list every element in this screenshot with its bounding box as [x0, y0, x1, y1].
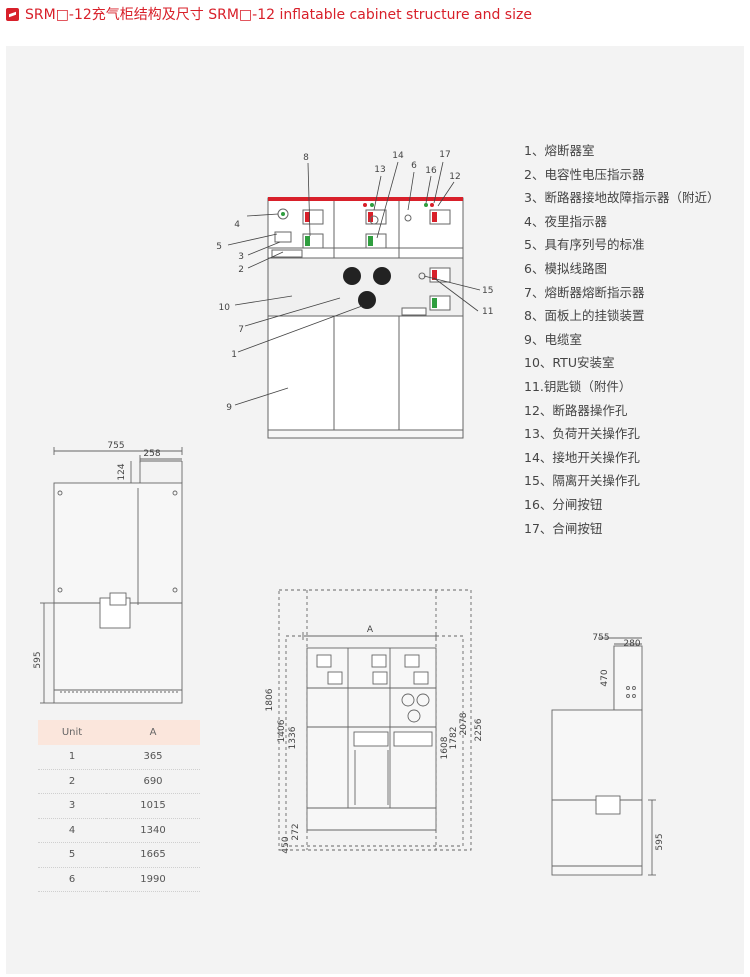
dim-top-height-left: 124: [117, 463, 127, 480]
legend-item: 16、分闸按钮: [524, 496, 603, 512]
callout-17: 17: [439, 150, 450, 160]
callout-7: 7: [238, 325, 244, 335]
component-legend: 1、熔断器室 2、电容性电压指示器 3、断路器接地故障指示器（附近） 4、夜里指…: [524, 139, 719, 540]
callout-14: 14: [392, 151, 404, 161]
cell-unit: 2: [38, 769, 106, 794]
callout-2: 2: [238, 265, 244, 275]
callout-11: 11: [482, 307, 493, 317]
legend-item: 11.钥匙锁（附件）: [524, 378, 632, 394]
cell-a: 1340: [106, 818, 200, 843]
callout-1: 1: [231, 350, 237, 360]
legend-item: 12、断路器操作孔: [524, 402, 628, 418]
dim-1608: 1608: [440, 736, 450, 759]
dim-1782: 1782: [449, 727, 459, 750]
callout-10: 10: [219, 303, 231, 313]
front-dim-labels: A 1806 1406 1336 450 272 1608 1782 2078 …: [265, 625, 484, 854]
legend-item: 17、合闸按钮: [524, 520, 603, 536]
cell-a: 1015: [106, 793, 200, 819]
cell-unit: 6: [38, 867, 106, 892]
legend-item: 7、熔断器熔断指示器: [524, 284, 645, 300]
legend-item: 1、熔断器室: [524, 143, 595, 158]
dim-450: 450: [281, 836, 291, 853]
cell-unit: 4: [38, 818, 106, 843]
dim-top-width-right: 280: [623, 639, 640, 649]
side-left-dim-labels: 755 258 124 595: [33, 441, 161, 669]
legend-item: 8、面板上的挂锁装置: [524, 308, 645, 324]
callout-9: 9: [226, 403, 232, 413]
callout-4: 4: [234, 220, 240, 230]
side-view-left: [40, 447, 183, 704]
cell-unit: 5: [38, 842, 106, 868]
column-header-a: A: [106, 720, 200, 745]
callout-3: 3: [238, 252, 244, 262]
dim-2256: 2256: [474, 718, 484, 741]
cell-unit: 1: [38, 745, 106, 770]
cell-a: 1990: [106, 867, 200, 892]
dim-1806: 1806: [265, 688, 275, 711]
dim-1336: 1336: [288, 726, 298, 749]
front-elevation: [278, 589, 472, 851]
legend-item: 4、夜里指示器: [524, 213, 607, 229]
dim-top-height-right: 470: [600, 669, 610, 686]
callout-13: 13: [374, 165, 385, 175]
dim-top-width-left: 258: [143, 449, 160, 459]
callout-numbers: 4 5 3 2 10 7 1 9 8 13 14 6 16 17 12 15 1…: [216, 150, 493, 413]
dim-bottom-height-left: 595: [33, 651, 43, 668]
cell-a: 1665: [106, 842, 200, 868]
legend-item: 13、负荷开关操作孔: [524, 426, 640, 442]
legend-item: 3、断路器接地故障指示器（附近）: [524, 190, 720, 206]
column-header-unit: Unit: [38, 720, 106, 745]
dim-272: 272: [291, 823, 301, 840]
legend-item: 2、电容性电压指示器: [524, 166, 645, 182]
callout-5: 5: [216, 242, 222, 252]
legend-item: 6、模拟线路图: [524, 260, 607, 276]
callout-15: 15: [482, 286, 493, 296]
legend-item: 5、具有序列号的标准: [524, 237, 645, 253]
callout-16: 16: [425, 166, 437, 176]
front-view-cabinet: [267, 197, 464, 439]
dim-1406: 1406: [277, 719, 287, 742]
cell-unit: 3: [38, 793, 106, 819]
page-title: SRM□-12充气柜结构及尺寸 SRM□-12 inflatable cabin…: [25, 7, 532, 23]
table-header-row: Unit A: [38, 720, 200, 745]
legend-item: 14、接地开关操作孔: [524, 449, 640, 465]
side-view-right: [551, 637, 656, 876]
cell-a: 365: [106, 745, 200, 770]
brand-icon: [6, 7, 19, 21]
legend-item: 15、隔离开关操作孔: [524, 473, 640, 489]
side-right-dim-labels: 755 280 470 595: [592, 633, 665, 851]
callout-8: 8: [303, 153, 309, 163]
legend-item: 9、电缆室: [524, 331, 582, 347]
callout-leaders: [227, 161, 481, 406]
dim-bottom-height-right: 595: [655, 833, 665, 850]
page-header: SRM□-12充气柜结构及尺寸 SRM□-12 inflatable cabin…: [6, 4, 532, 24]
dim-a: A: [367, 625, 374, 635]
dim-width-left: 755: [107, 441, 124, 451]
dim-width-right: 755: [592, 633, 609, 643]
callout-12: 12: [449, 172, 460, 182]
dim-2078: 2078: [459, 712, 469, 735]
callout-6: 6: [411, 161, 417, 171]
legend-item: 10、RTU安装室: [524, 355, 615, 371]
cell-a: 690: [106, 769, 200, 794]
